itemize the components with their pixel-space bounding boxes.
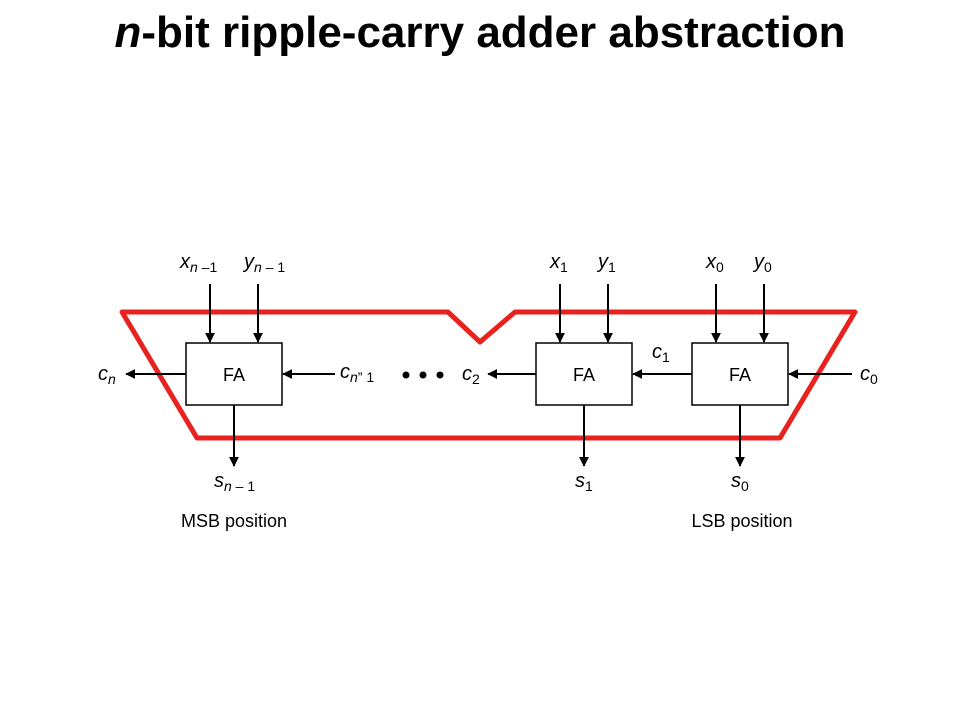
label-s-msb: sn – 1 <box>214 470 255 494</box>
label-y1: y1 <box>596 251 616 275</box>
fa-label-1: FA <box>573 365 595 385</box>
abstraction-outline <box>119 309 858 441</box>
ellipsis-dot <box>402 371 410 379</box>
title-rest: -bit ripple-carry adder abstraction <box>141 8 846 57</box>
fa-block-0 <box>691 342 789 406</box>
ellipsis-dot <box>436 371 444 379</box>
label-c2: c2 <box>462 363 480 387</box>
msb-position-label: MSB position <box>181 511 287 531</box>
label-y-msb: yn – 1 <box>242 251 285 275</box>
fa-label-msb: FA <box>223 365 245 385</box>
page-title: n-bit ripple-carry adder abstraction <box>0 8 960 58</box>
label-cn: cn <box>98 363 116 387</box>
fa-label-0: FA <box>729 365 751 385</box>
fa-block-1 <box>535 342 633 406</box>
label-c0: c0 <box>860 363 878 387</box>
label-y0: y0 <box>752 251 772 275</box>
label-cn1: cn” 1 <box>340 361 374 385</box>
ellipsis-dot <box>419 371 427 379</box>
label-x-msb: xn –1 <box>179 251 217 275</box>
label-s0: s0 <box>731 470 749 494</box>
label-s1: s1 <box>575 470 593 494</box>
label-x0: x0 <box>705 251 724 275</box>
label-x1: x1 <box>549 251 568 275</box>
title-italic-n: n <box>114 8 142 57</box>
label-c1: c1 <box>652 341 670 365</box>
lsb-position-label: LSB position <box>691 511 792 531</box>
